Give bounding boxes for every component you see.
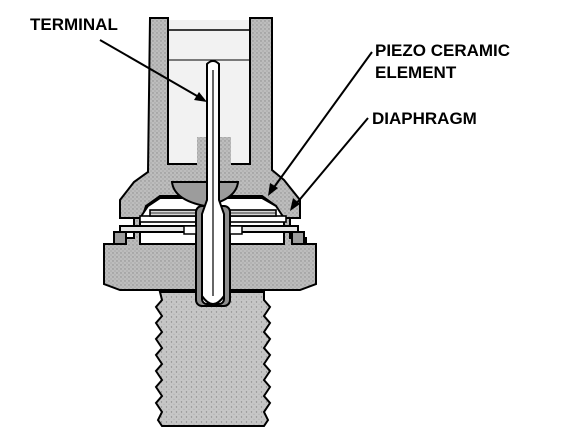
label-terminal: TERMINAL: [30, 15, 118, 34]
contact-washers: [183, 225, 243, 235]
label-piezo-line1: PIEZO CERAMIC: [375, 41, 510, 60]
piezo-leader: [271, 51, 373, 191]
label-piezo-line2: ELEMENT: [375, 63, 457, 82]
leader-lines: [99, 39, 373, 205]
terminal-leader: [99, 39, 205, 101]
threaded-stud: [154, 291, 272, 427]
diaphragm-leader: [295, 117, 369, 205]
terminal-arrowhead: [194, 92, 207, 102]
label-diaphragm: DIAPHRAGM: [372, 109, 477, 128]
terminal-pin: [201, 60, 225, 305]
piezo-arrowhead: [268, 183, 278, 196]
diaphragm-arrowhead: [290, 198, 300, 211]
leader-arrowheads: [194, 92, 300, 211]
